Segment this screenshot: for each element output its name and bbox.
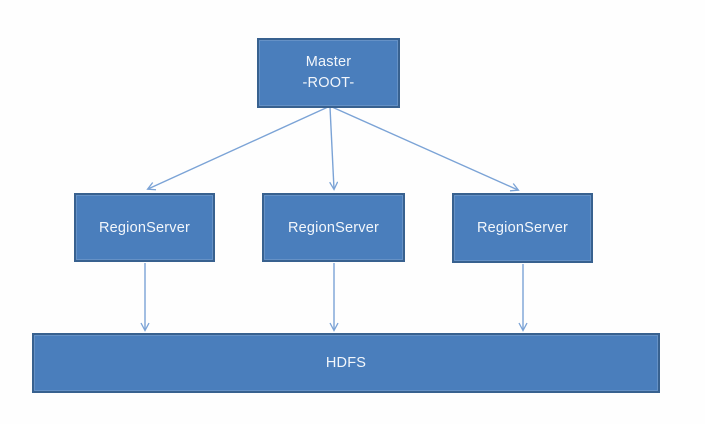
edge-master-regionserver1 xyxy=(148,106,329,189)
node-hdfs-label: HDFS xyxy=(325,355,367,371)
node-master-label: Master -ROOT- xyxy=(303,52,355,94)
edge-master-regionserver3 xyxy=(331,106,518,190)
node-regionserver-2-label: RegionServer xyxy=(287,219,380,236)
node-regionserver-3: RegionServer xyxy=(452,193,593,263)
edge-master-regionserver2 xyxy=(330,106,334,189)
node-master-label-line2: -ROOT- xyxy=(302,75,355,91)
node-master-label-line1: Master xyxy=(305,53,352,70)
node-master: Master -ROOT- xyxy=(257,38,400,108)
node-regionserver-2: RegionServer xyxy=(262,193,405,262)
node-regionserver-1: RegionServer xyxy=(74,193,215,262)
node-regionserver-1-label: RegionServer xyxy=(98,219,191,236)
node-hdfs: HDFS xyxy=(32,333,660,393)
node-regionserver-3-label: RegionServer xyxy=(476,220,569,236)
